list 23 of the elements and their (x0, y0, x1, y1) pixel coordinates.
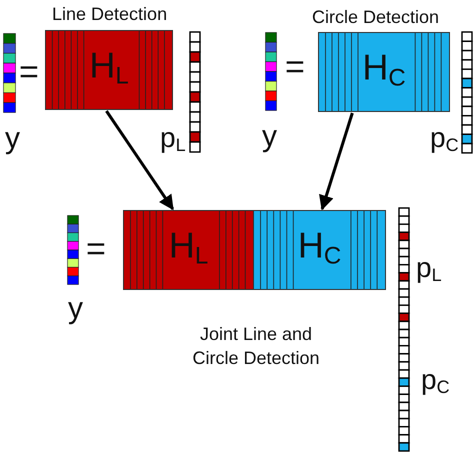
matrix-label: H$_{C}$ (298, 227, 342, 268)
equals-sign: = (285, 50, 305, 84)
vector-label: p$_{L}$ (160, 124, 186, 154)
matrix-label: H$_{L}$ (168, 227, 208, 268)
matrix-label: H$_{L}$ (89, 47, 129, 88)
matrix-block (123, 210, 254, 290)
equals-sign: = (86, 232, 106, 266)
caption: Joint Line and Circle Detection (191, 323, 321, 370)
vector-label: p$_{C}$ (430, 124, 459, 154)
vector-label: y (5, 124, 20, 154)
matrix-block (253, 210, 386, 290)
equals-sign: = (19, 55, 39, 89)
matrix-block (45, 30, 173, 110)
matrix-block (318, 32, 450, 112)
arrow (105, 110, 174, 210)
title: Circle Detection (312, 8, 440, 26)
title: Line Detection (52, 5, 168, 23)
matrix-label: H$_{C}$ (362, 49, 406, 90)
arrow (319, 112, 354, 210)
vector-label: p$_{C}$ (421, 366, 450, 396)
vector-label: y (68, 294, 83, 324)
vector-label: y (262, 122, 277, 152)
vector-label: p$_{L}$ (416, 254, 442, 284)
